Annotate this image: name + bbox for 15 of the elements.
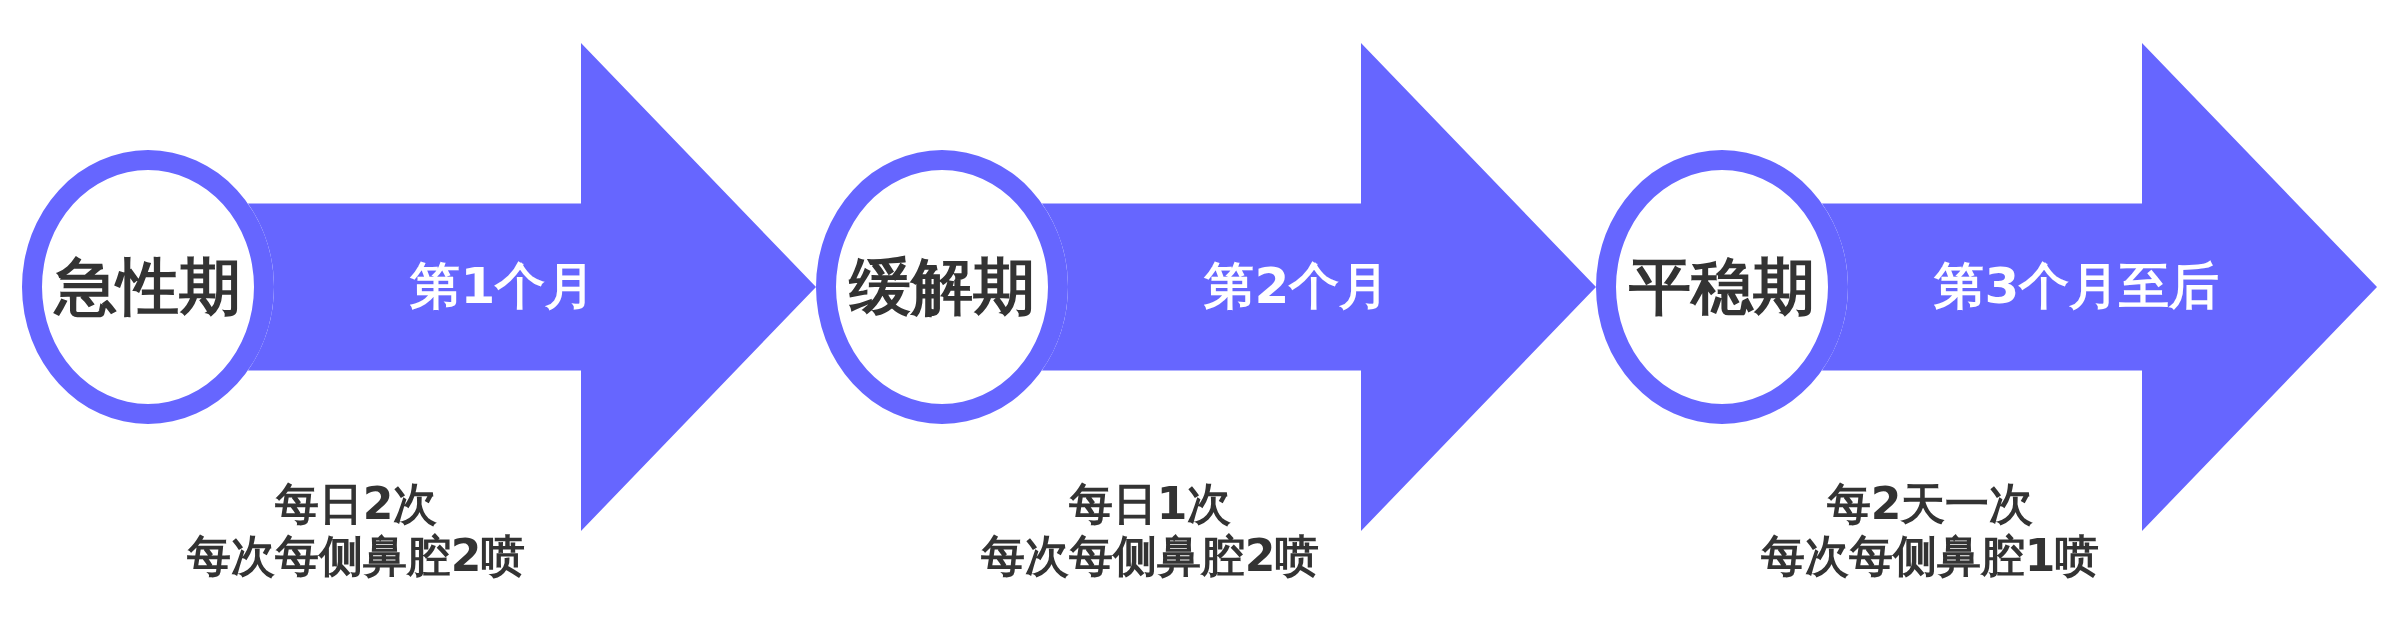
dosage-text: 每次每侧鼻腔2喷	[186, 530, 526, 582]
dosage-text: 每日1次	[1068, 478, 1232, 530]
dosage-text: 每2天一次	[1826, 478, 2034, 530]
block-arrow	[1821, 43, 2377, 531]
dosage-text: 每日2次	[274, 478, 438, 530]
period-label: 第3个月至后	[1934, 258, 2220, 316]
dosage-text: 每次每侧鼻腔1喷	[1760, 530, 2100, 582]
phase-name: 急性期	[55, 251, 241, 323]
period-label: 第2个月	[1204, 258, 1390, 316]
phase-name: 缓解期	[849, 251, 1035, 323]
block-arrow	[247, 43, 816, 531]
phase-name: 平稳期	[1629, 251, 1815, 323]
block-arrow	[1041, 43, 1596, 531]
dosage-text: 每次每侧鼻腔2喷	[980, 530, 1320, 582]
period-label: 第1个月	[410, 258, 596, 316]
